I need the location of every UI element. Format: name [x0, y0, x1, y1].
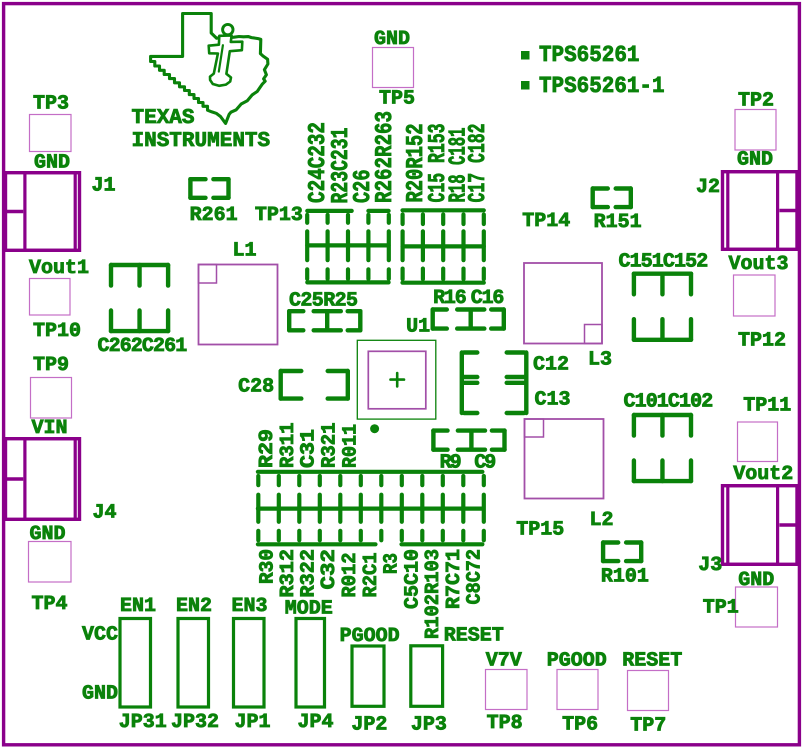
- svg-text:RESET: RESET: [622, 650, 682, 673]
- svg-text:JP32: JP32: [171, 711, 219, 734]
- svg-text:TP4: TP4: [32, 593, 68, 616]
- svg-text:C12: C12: [533, 354, 569, 377]
- svg-text:TP11: TP11: [743, 395, 791, 418]
- svg-text:VCC: VCC: [82, 624, 118, 647]
- svg-text:V7V: V7V: [486, 650, 522, 673]
- svg-text:PGOOD: PGOOD: [340, 625, 400, 648]
- svg-text:J4: J4: [93, 502, 117, 525]
- svg-text:EN3: EN3: [232, 595, 268, 618]
- svg-text:TP8: TP8: [487, 712, 523, 735]
- svg-text:R101: R101: [601, 566, 649, 589]
- svg-text:TP2: TP2: [738, 90, 774, 113]
- svg-text:R20R152: R20R152: [403, 124, 430, 203]
- svg-text:JP4: JP4: [298, 711, 334, 734]
- svg-text:TEXAS: TEXAS: [132, 107, 195, 130]
- svg-text:R2C1: R2C1: [360, 553, 383, 598]
- svg-text:R321: R321: [319, 423, 342, 469]
- svg-text:GND: GND: [374, 28, 410, 51]
- svg-text:RESET: RESET: [444, 625, 504, 648]
- svg-text:Vout2: Vout2: [733, 463, 793, 486]
- svg-text:C16: C16: [471, 287, 504, 310]
- svg-text:C31: C31: [298, 429, 321, 468]
- svg-text:TP10: TP10: [33, 320, 81, 343]
- svg-text:TP9: TP9: [33, 354, 69, 377]
- svg-text:C26: C26: [350, 170, 377, 204]
- svg-text:R012: R012: [339, 553, 362, 598]
- svg-text:R322: R322: [298, 549, 321, 598]
- svg-text:R18 C181: R18 C181: [446, 128, 473, 203]
- svg-text:TP1: TP1: [703, 597, 739, 620]
- svg-text:C5C10: C5C10: [401, 549, 424, 609]
- svg-text:GND: GND: [737, 149, 773, 172]
- svg-text:TPS65261-1: TPS65261-1: [539, 73, 665, 99]
- svg-text:L1: L1: [233, 239, 257, 262]
- svg-text:EN2: EN2: [176, 595, 212, 618]
- svg-text:TP3: TP3: [33, 93, 69, 116]
- svg-text:R261: R261: [190, 204, 238, 227]
- svg-text:TP12: TP12: [738, 330, 786, 353]
- svg-text:C32: C32: [318, 549, 341, 590]
- svg-text:GND: GND: [738, 569, 774, 592]
- svg-text:TPS65261: TPS65261: [539, 42, 640, 68]
- svg-text:R7C71: R7C71: [443, 549, 466, 609]
- svg-text:R011: R011: [340, 424, 363, 468]
- svg-text:C151C152: C151C152: [619, 251, 708, 274]
- svg-text:Vout3: Vout3: [729, 253, 789, 276]
- svg-text:R29: R29: [256, 429, 279, 468]
- svg-text:C25R25: C25R25: [289, 290, 357, 313]
- svg-text:R3: R3: [381, 553, 404, 574]
- svg-text:TP6: TP6: [562, 714, 598, 737]
- svg-text:C28: C28: [238, 376, 274, 399]
- svg-text:PGOOD: PGOOD: [547, 650, 607, 673]
- svg-text:C24C232: C24C232: [305, 122, 332, 203]
- svg-text:L3: L3: [588, 349, 612, 372]
- svg-text:R30: R30: [256, 549, 279, 584]
- svg-text:C9: C9: [474, 452, 495, 475]
- svg-text:R262R263: R262R263: [372, 111, 399, 203]
- svg-text:GND: GND: [82, 683, 118, 706]
- svg-text:INSTRUMENTS: INSTRUMENTS: [132, 130, 271, 153]
- svg-text:TP15: TP15: [516, 519, 564, 542]
- svg-text:R23C231: R23C231: [328, 128, 355, 204]
- svg-text:MODE: MODE: [285, 598, 333, 621]
- svg-text:EN1: EN1: [120, 595, 156, 618]
- svg-text:JP1: JP1: [235, 711, 271, 734]
- svg-text:C13: C13: [535, 389, 571, 412]
- svg-text:R9: R9: [440, 452, 461, 475]
- svg-text:C262C261: C262C261: [98, 335, 188, 358]
- svg-text:JP2: JP2: [351, 714, 387, 737]
- svg-text:J2: J2: [696, 176, 720, 199]
- svg-text:C101C102: C101C102: [624, 391, 713, 414]
- svg-text:GND: GND: [34, 151, 70, 174]
- svg-text:R16: R16: [433, 287, 466, 310]
- svg-text:L2: L2: [590, 509, 614, 532]
- svg-text:GND: GND: [30, 523, 66, 546]
- svg-text:TP7: TP7: [630, 715, 666, 738]
- svg-text:TP13: TP13: [255, 204, 303, 227]
- svg-text:C15 R153: C15 R153: [425, 124, 452, 203]
- svg-text:R102R103: R102R103: [422, 549, 445, 639]
- svg-text:TP14: TP14: [522, 210, 570, 233]
- svg-text:J1: J1: [92, 174, 116, 197]
- svg-text:R312: R312: [277, 549, 300, 598]
- svg-text:JP31: JP31: [119, 711, 167, 734]
- svg-text:U1: U1: [406, 316, 430, 339]
- svg-text:Vout1: Vout1: [29, 257, 89, 280]
- svg-text:C17 C182: C17 C182: [465, 124, 492, 203]
- svg-text:R151: R151: [594, 211, 642, 234]
- svg-text:VIN: VIN: [32, 417, 68, 440]
- svg-text:R311: R311: [277, 423, 300, 469]
- svg-text:JP3: JP3: [411, 714, 447, 737]
- svg-text:TP5: TP5: [379, 88, 415, 111]
- svg-text:C8C72: C8C72: [464, 549, 487, 605]
- svg-text:J3: J3: [698, 554, 722, 577]
